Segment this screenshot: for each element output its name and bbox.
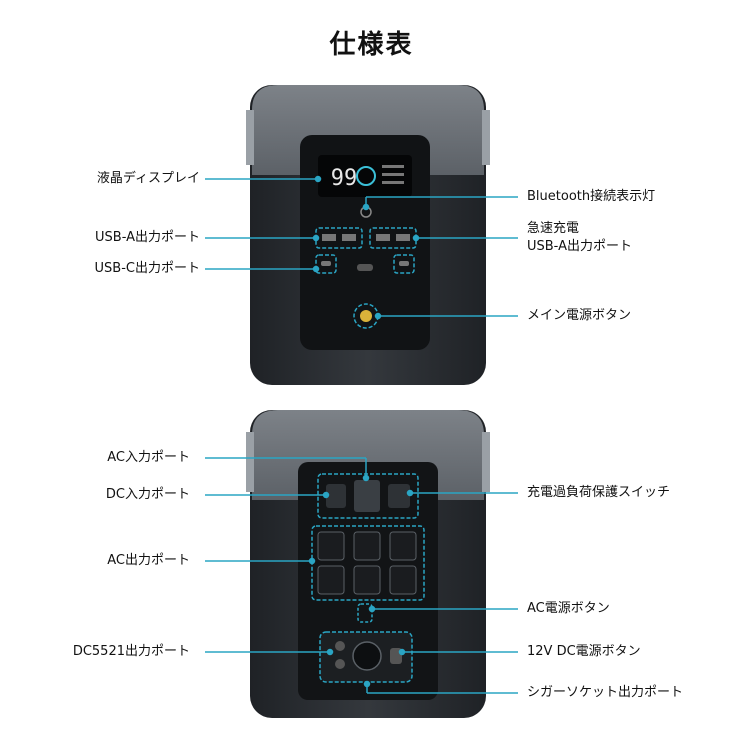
front-callouts [205,175,518,320]
label-ac-input: AC入力ポート [107,450,190,465]
left-vent [246,110,254,165]
label-ac-power: AC電源ボタン [527,601,610,616]
right-vent [482,110,490,165]
label-overload-switch: 充電過負荷保護スイッチ [527,485,671,500]
label-fast-usb-a-line2: USB-A出力ポート [527,239,632,254]
label-lcd: 液晶ディスプレイ [96,171,200,186]
label-dc5521: DC5521出力ポート [72,644,190,659]
page-title: 仕様表 [329,30,414,60]
label-dc-power: 12V DC電源ボタン [527,644,641,659]
label-bluetooth: Bluetooth接続表示灯 [527,189,656,204]
back-callouts [205,457,518,694]
cigar-socket [352,641,382,671]
usb-c-port-right [393,254,415,274]
label-usb-a: USB-A出力ポート [95,230,200,245]
label-ac-output: AC出力ポート [107,553,190,568]
usb-c-port-left [315,254,337,274]
back-unit [246,410,490,718]
label-dc-input: DC入力ポート [105,487,190,502]
label-main-power: メイン電源ボタン [527,308,632,323]
label-cigar-socket: シガーソケット出力ポート [527,685,684,700]
label-usb-c: USB-C出力ポート [94,261,200,276]
ac-power-button [357,603,373,623]
front-unit: 99 [246,85,490,385]
lcd-reading: 99 [331,166,358,191]
input-port-group [317,473,419,519]
lcd-ring-icon [356,166,376,186]
label-fast-usb-a-line1: 急速充電 [527,221,580,236]
